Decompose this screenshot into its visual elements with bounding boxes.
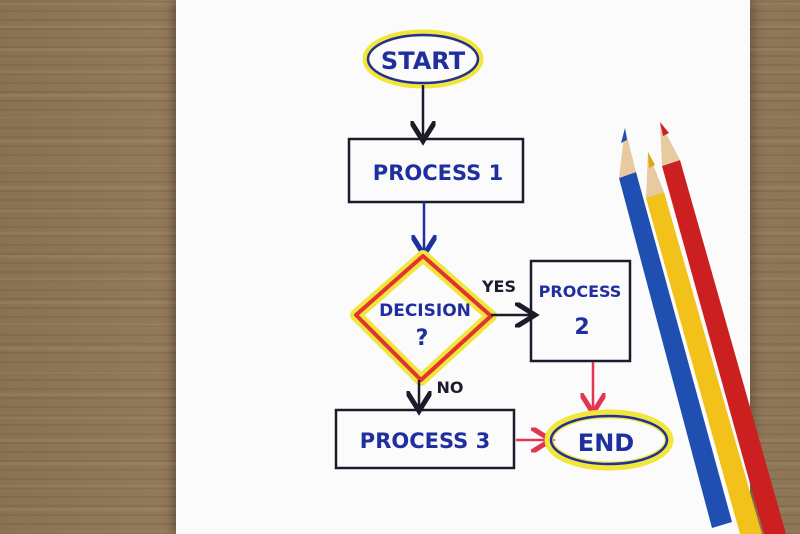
end-label: END <box>578 429 634 457</box>
decision-label: DECISION <box>379 301 471 321</box>
yellow-pencil <box>646 152 762 534</box>
start-label: START <box>381 47 466 75</box>
no-label: NO <box>437 378 464 397</box>
process1-label: PROCESS 1 <box>373 161 503 185</box>
blue-pencil <box>619 128 732 528</box>
end-terminal: END <box>544 409 674 471</box>
yes-label: YES <box>481 277 516 296</box>
process1-box: PROCESS 1 <box>347 137 525 204</box>
red-pencil <box>660 122 786 534</box>
process3-label: PROCESS 3 <box>360 429 490 453</box>
decision-diamond: DECISION ? <box>350 250 497 386</box>
process2-box: PROCESS 2 <box>529 259 632 363</box>
process3-box: PROCESS 3 <box>334 408 516 470</box>
colored-pencils <box>619 122 786 534</box>
process2-label: PROCESS <box>539 282 622 301</box>
process2-number: 2 <box>574 315 589 340</box>
decision-question-mark: ? <box>416 326 429 351</box>
start-terminal: START <box>362 29 484 89</box>
